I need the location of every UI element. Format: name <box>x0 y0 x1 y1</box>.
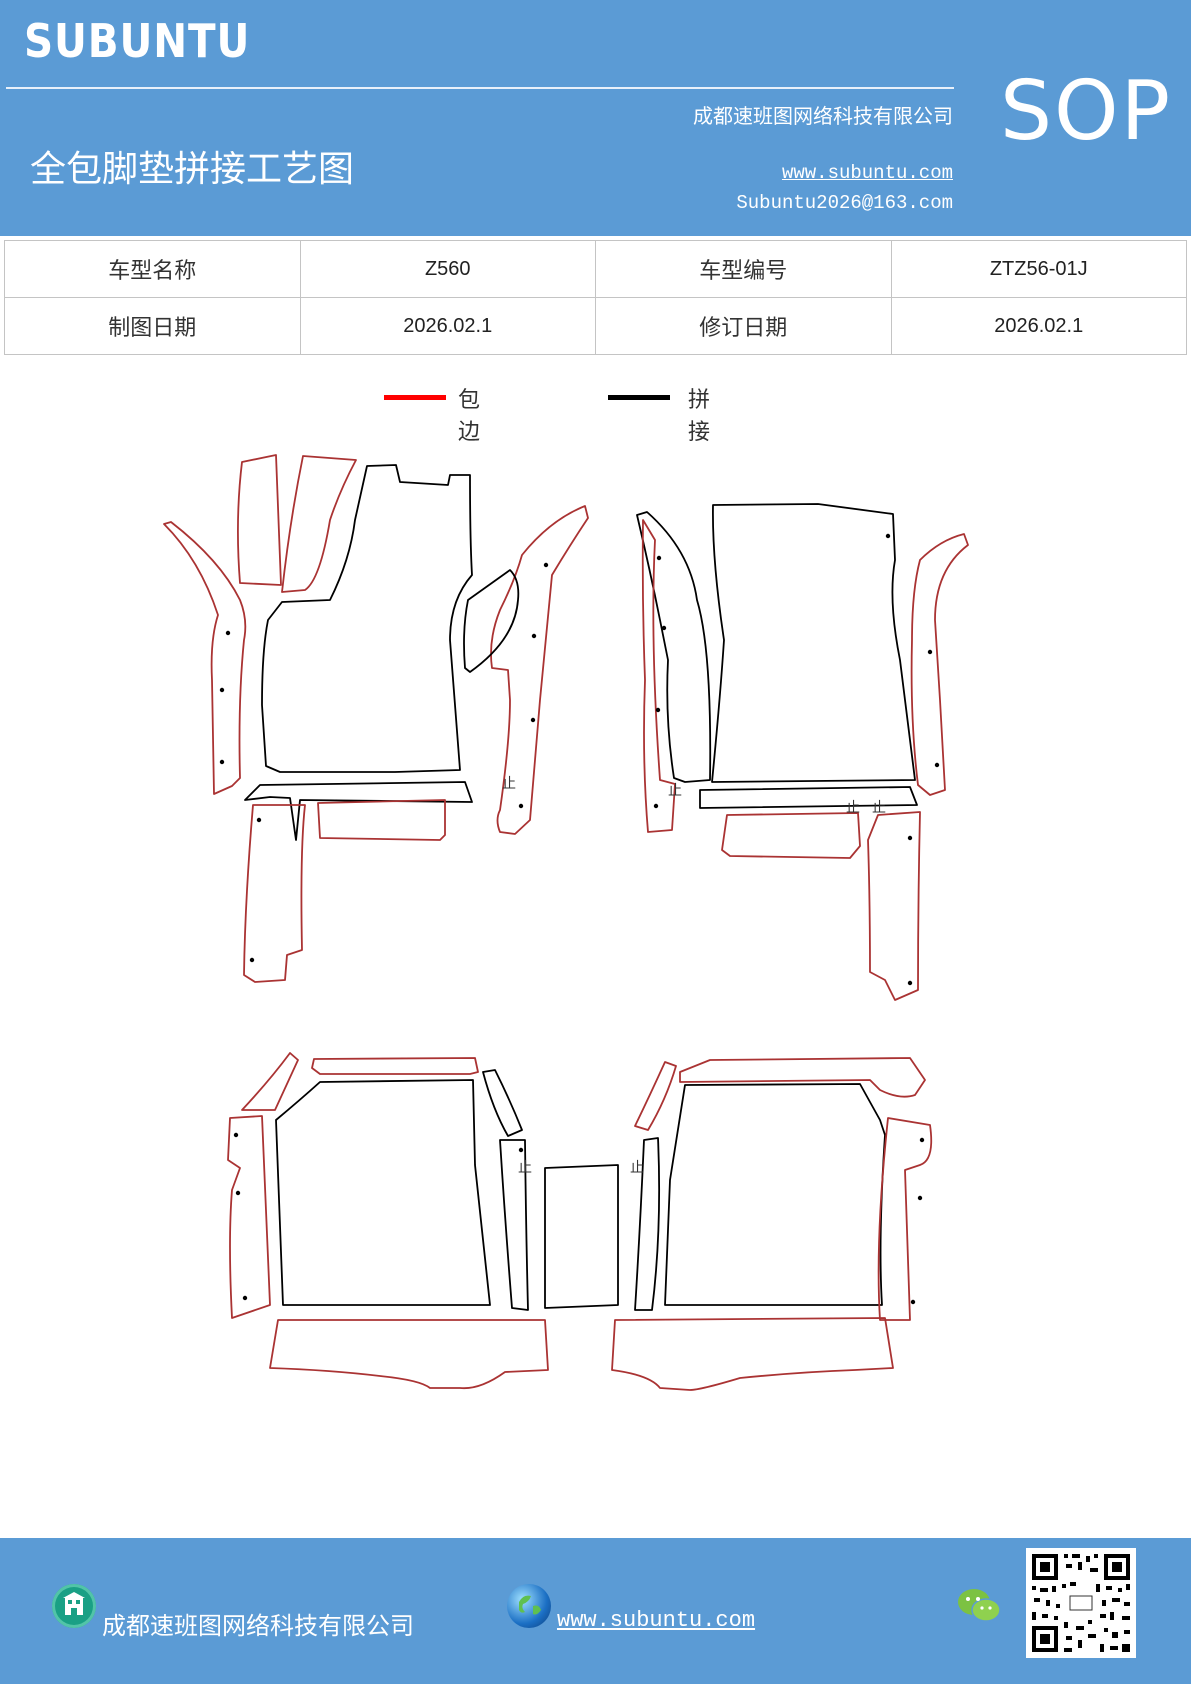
mat-piece <box>244 781 473 841</box>
website-link[interactable]: www.subuntu.com <box>781 162 953 184</box>
legend-seam-label: 拼接 <box>688 388 711 445</box>
mat-piece <box>699 786 918 809</box>
model-code-value: ZTZ56-01J <box>890 240 1187 298</box>
mat-piece <box>867 811 921 1001</box>
sop-badge: SOP <box>1000 64 1173 159</box>
mat-piece <box>269 1319 549 1390</box>
mat-piece <box>611 1317 894 1391</box>
model-name-label: 车型名称 <box>4 240 301 298</box>
mat-piece <box>227 1115 271 1319</box>
legend-edge-swatch <box>384 395 446 400</box>
table-row: 车型名称 Z560 车型编号 ZTZ56-01J <box>4 240 1187 298</box>
legend-seam-swatch <box>608 395 670 400</box>
draw-date-value: 2026.02.1 <box>299 297 596 355</box>
header-divider <box>6 87 954 89</box>
company-name: 成都速班图网络科技有限公司 <box>693 104 953 128</box>
mat-piece <box>910 533 969 796</box>
globe-icon <box>507 1584 551 1628</box>
mat-piece <box>636 511 712 783</box>
mat-piece <box>463 569 520 673</box>
seam-mark: 止 <box>630 1160 644 1176</box>
mat-piece <box>721 812 861 859</box>
legend-edge-label: 包边 <box>458 388 481 445</box>
mat-piece <box>634 1061 677 1131</box>
wechat-icon[interactable] <box>956 1586 1002 1626</box>
mat-piece <box>281 455 357 593</box>
mat-piece <box>679 1057 926 1098</box>
mat-piece <box>499 1139 529 1311</box>
draw-date-label: 制图日期 <box>4 297 301 355</box>
mat-piece <box>275 1079 491 1306</box>
mat-piece <box>634 1137 661 1311</box>
model-code-label: 车型编号 <box>595 240 892 298</box>
mat-piece <box>241 1052 299 1111</box>
mat-piece <box>163 521 247 795</box>
mat-piece <box>641 519 676 833</box>
qr-code[interactable] <box>1026 1548 1136 1658</box>
mat-piece <box>482 1069 523 1137</box>
mat-piece <box>877 1117 933 1321</box>
seam-mark: 止 <box>502 776 516 792</box>
mat-piece <box>317 799 446 841</box>
page-footer: 成都速班图网络科技有限公司 www.subuntu.com <box>0 1538 1191 1684</box>
model-name-value: Z560 <box>299 240 596 298</box>
mat-piece <box>490 505 589 835</box>
building-icon <box>52 1584 96 1628</box>
position-dots <box>219 533 940 1305</box>
mat-piece <box>261 464 473 773</box>
revise-date-label: 修订日期 <box>595 297 892 355</box>
vehicle-info-table: 车型名称 Z560 车型编号 ZTZ56-01J 制图日期 2026.02.1 … <box>4 240 1187 355</box>
seam-mark: 止 <box>668 783 682 799</box>
brand-logo: SUBUNTU <box>24 14 251 68</box>
seam-mark: 止 <box>872 800 886 816</box>
document-title: 全包脚垫拼接工艺图 <box>30 149 355 190</box>
seam-marks: 止 止 止 止 止 止 <box>502 776 886 1176</box>
email-address[interactable]: Subuntu2026@163.com <box>736 192 953 214</box>
revise-date-value: 2026.02.1 <box>890 297 1187 355</box>
seam-mark: 止 <box>846 800 860 816</box>
page-header: SUBUNTU 成都速班图网络科技有限公司 全包脚垫拼接工艺图 www.subu… <box>0 0 1191 236</box>
table-row: 制图日期 2026.02.1 修订日期 2026.02.1 <box>4 297 1187 355</box>
mat-piece <box>243 804 306 983</box>
footer-company: 成都速班图网络科技有限公司 <box>102 1612 414 1640</box>
mat-piece <box>311 1057 479 1075</box>
mat-piece <box>664 1083 886 1306</box>
footer-website-link[interactable]: www.subuntu.com <box>557 1608 756 1633</box>
floor-mat-diagram: 止 止 止 止 止 止 <box>163 454 969 1391</box>
mat-piece <box>237 454 282 586</box>
mat-piece <box>711 503 916 783</box>
seam-mark: 止 <box>518 1160 532 1176</box>
mat-piece <box>544 1164 619 1309</box>
